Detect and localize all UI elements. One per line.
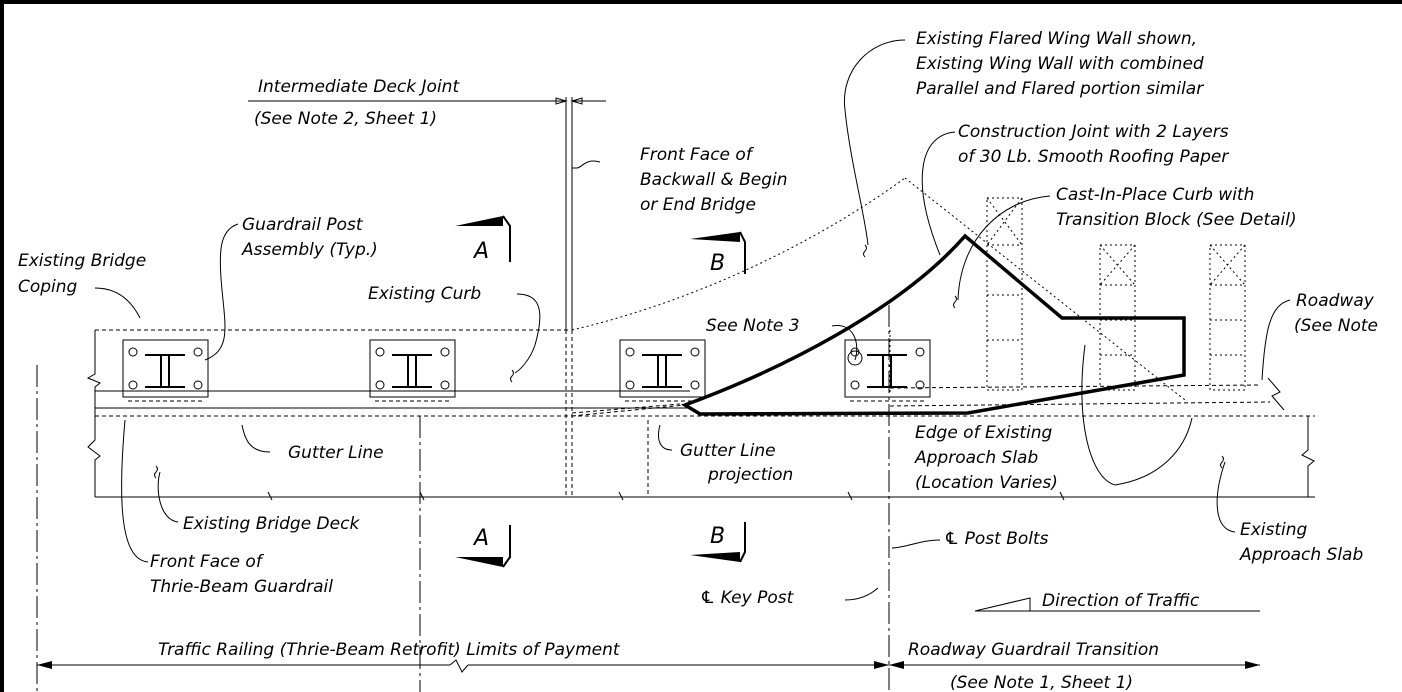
leader-lines — [94, 39, 1291, 601]
roadway-post-blocks — [986, 197, 1246, 391]
label-gutter-projection-2: projection — [707, 465, 793, 485]
section-label-a-top: A — [472, 239, 489, 264]
label-key-post: ℄ Key Post — [700, 588, 795, 608]
dimension-lines — [37, 659, 1260, 673]
label-thrie-beam-1: Front Face of — [150, 552, 265, 572]
traffic-direction-arrow — [974, 597, 1260, 612]
label-gutter-projection-1: Gutter Line — [680, 441, 776, 461]
guardrail-post-3 — [619, 339, 706, 402]
label-guardrail-transition-2: (See Note 1, Sheet 1) — [950, 673, 1133, 692]
label-approach-slab-1: Existing — [1240, 520, 1308, 540]
section-label-b-top: B — [710, 251, 725, 276]
label-see-note-3: See Note 3 — [706, 316, 800, 336]
label-edge-approach-3: (Location Varies) — [915, 473, 1058, 493]
label-direction-traffic: Direction of Traffic — [1042, 591, 1200, 611]
label-intermediate-joint-1: Intermediate Deck Joint — [258, 77, 460, 97]
label-edge-approach-2: Approach Slab — [914, 448, 1038, 468]
guardrail-post-1 — [122, 339, 209, 402]
label-bridge-coping-1: Existing Bridge — [18, 251, 146, 271]
label-flared-wing-1: Existing Flared Wing Wall shown, — [916, 29, 1197, 49]
deck-joint-lines — [248, 97, 606, 497]
label-guardrail-post-2: Assembly (Typ.) — [241, 240, 378, 260]
section-label-b-bottom: B — [710, 524, 725, 549]
label-bridge-deck: Existing Bridge Deck — [183, 514, 360, 534]
section-label-a-bottom: A — [472, 526, 489, 551]
label-flared-wing-2: Existing Wing Wall with combined — [916, 54, 1204, 74]
label-guardrail-post-1: Guardrail Post — [242, 215, 364, 235]
wing-wall-outline — [571, 177, 1285, 411]
bridge-deck-linework — [86, 329, 1315, 501]
label-roadway-1: Roadway — [1296, 291, 1375, 311]
label-front-face-backwall-3: or End Bridge — [640, 195, 756, 215]
label-flared-wing-3: Parallel and Flared portion similar — [916, 79, 1204, 99]
guardrail-post-2 — [369, 339, 456, 402]
label-intermediate-joint-2: (See Note 2, Sheet 1) — [254, 109, 437, 129]
centerlines — [36, 305, 890, 692]
guardrail-key-post — [844, 339, 931, 402]
label-cip-curb-1: Cast-In-Place Curb with — [1056, 185, 1254, 205]
label-bridge-coping-2: Coping — [18, 277, 78, 297]
cip-curb-transition-block — [571, 233, 1186, 417]
label-existing-curb: Existing Curb — [368, 284, 481, 304]
label-front-face-backwall-1: Front Face of — [640, 145, 755, 165]
label-guardrail-transition-1: Roadway Guardrail Transition — [908, 640, 1159, 660]
label-limits-payment: Traffic Railing (Thrie-Beam Retrofit) Li… — [158, 640, 621, 660]
label-approach-slab-2: Approach Slab — [1239, 545, 1363, 565]
label-construction-joint-1: Construction Joint with 2 Layers — [958, 122, 1229, 142]
label-thrie-beam-2: Thrie-Beam Guardrail — [150, 577, 333, 597]
label-gutter-line: Gutter Line — [288, 443, 384, 463]
label-front-face-backwall-2: Backwall & Begin — [640, 170, 788, 190]
label-cip-curb-2: Transition Block (See Detail) — [1056, 210, 1297, 230]
label-edge-approach-1: Edge of Existing — [915, 423, 1053, 443]
section-marker-a-top — [455, 215, 511, 262]
section-marker-b-bottom — [690, 522, 746, 563]
section-marker-b-top — [690, 231, 746, 274]
label-roadway-2: (See Note — [1294, 316, 1378, 336]
label-post-bolts: ℄ Post Bolts — [944, 529, 1049, 549]
section-marker-a-bottom — [455, 525, 511, 568]
label-construction-joint-2: of 30 Lb. Smooth Roofing Paper — [958, 147, 1229, 167]
